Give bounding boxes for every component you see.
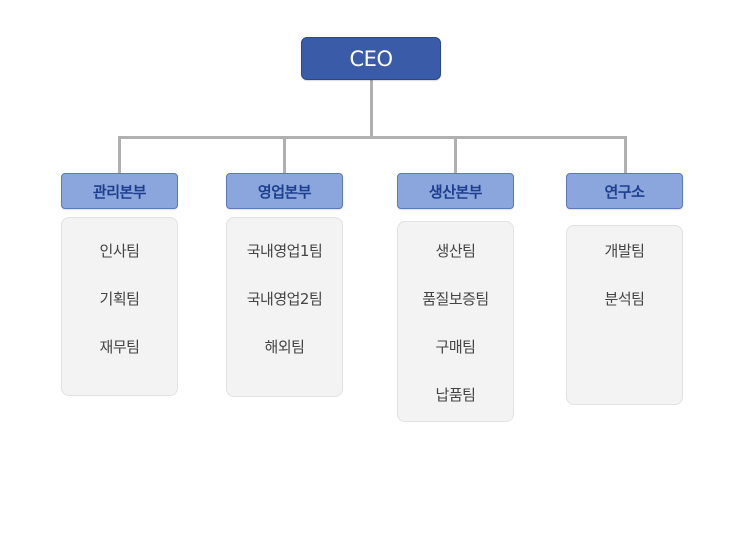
team-box-production: 생산팀 품질보증팀 구매팀 납품팀 bbox=[397, 221, 514, 422]
ceo-label: CEO bbox=[349, 46, 393, 71]
team-box-management: 인사팀 기획팀 재무팀 bbox=[61, 217, 178, 396]
team-item: 분석팀 bbox=[604, 290, 645, 308]
team-item: 국내영업2팀 bbox=[246, 290, 323, 308]
team-item: 해외팀 bbox=[264, 338, 305, 356]
dept-label: 영업본부 bbox=[257, 182, 312, 201]
dept-label: 생산본부 bbox=[428, 182, 483, 201]
branch-line-1 bbox=[118, 136, 121, 174]
ceo-trunk-line bbox=[370, 80, 373, 138]
dept-label: 연구소 bbox=[604, 182, 645, 201]
team-box-research: 개발팀 분석팀 bbox=[566, 225, 683, 405]
branch-line-2 bbox=[283, 136, 286, 174]
dept-sales-node: 영업본부 bbox=[226, 173, 343, 209]
team-item: 개발팀 bbox=[604, 242, 645, 260]
team-item: 인사팀 bbox=[99, 242, 140, 260]
team-box-sales: 국내영업1팀 국내영업2팀 해외팀 bbox=[226, 217, 343, 397]
team-item: 구매팀 bbox=[435, 338, 476, 356]
team-item: 재무팀 bbox=[99, 338, 140, 356]
team-item: 국내영업1팀 bbox=[246, 242, 323, 260]
team-item: 생산팀 bbox=[435, 242, 476, 260]
horizontal-connector-line bbox=[118, 136, 627, 139]
dept-research-node: 연구소 bbox=[566, 173, 683, 209]
ceo-node: CEO bbox=[301, 37, 441, 80]
dept-label: 관리본부 bbox=[92, 182, 147, 201]
dept-management-node: 관리본부 bbox=[61, 173, 178, 209]
branch-line-4 bbox=[624, 136, 627, 174]
branch-line-3 bbox=[454, 136, 457, 174]
team-item: 품질보증팀 bbox=[422, 290, 489, 308]
team-item: 기획팀 bbox=[99, 290, 140, 308]
dept-production-node: 생산본부 bbox=[397, 173, 514, 209]
team-item: 납품팀 bbox=[435, 386, 476, 404]
